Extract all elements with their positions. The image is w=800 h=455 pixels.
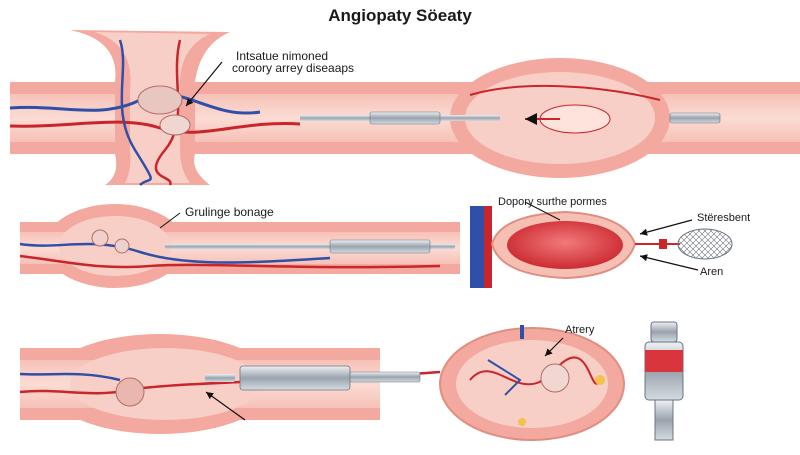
marker-dot <box>595 375 605 385</box>
plaque <box>114 238 130 254</box>
artery-bulge <box>469 84 661 101</box>
catheter-icon <box>369 111 441 125</box>
device-top <box>650 321 678 343</box>
artery-vertical <box>484 206 492 288</box>
balloon-icon <box>507 221 623 269</box>
middle-left-panel <box>19 204 460 288</box>
arrow-icon <box>639 219 693 236</box>
top-panel <box>9 30 800 186</box>
arrow-icon <box>205 391 246 421</box>
bottom-left-panel <box>19 334 441 434</box>
catheter-icon <box>349 371 421 383</box>
arrow-icon <box>544 337 564 357</box>
device-shaft <box>654 399 674 441</box>
plaque <box>91 229 109 247</box>
vessel-bulge-lumen-bottom <box>70 348 260 420</box>
label-mid-left: Grulinge bonage <box>185 205 274 219</box>
label-mid-right-bottom: Aren <box>700 266 724 278</box>
catheter-icon <box>165 244 455 249</box>
catheter-icon <box>205 374 235 382</box>
vein-branch <box>118 39 152 186</box>
artery-top <box>9 120 301 134</box>
probe <box>520 325 524 339</box>
catheter-icon <box>329 239 431 254</box>
vein-inner <box>487 359 522 396</box>
artery-branch <box>154 39 182 186</box>
label-top-line2: coroory arrey diseaaps <box>232 61 355 75</box>
diagram-title: Angiopaty Söeaty <box>328 6 472 25</box>
middle-right-panel <box>470 201 733 288</box>
label-mid-right-top: Stëresbent <box>697 212 751 224</box>
catheter-icon <box>669 112 721 124</box>
bottom-center-panel <box>439 325 625 441</box>
arrow-icon <box>524 201 561 221</box>
artery-mid <box>19 254 441 269</box>
label-top-line1: Intsatue nimoned <box>236 49 329 63</box>
marker-dot <box>518 418 526 426</box>
label-bottom-right: Atrery <box>565 324 595 336</box>
catheter-icon <box>239 365 351 391</box>
label-mid-center: Dopory surthe pormes <box>498 196 607 208</box>
catheter-tip <box>659 239 667 249</box>
arrow-icon <box>159 212 181 229</box>
arrow-icon <box>185 61 223 107</box>
vein-bottom <box>19 372 121 382</box>
device-band <box>645 350 683 372</box>
stent-icon <box>677 228 733 260</box>
arrow-icon <box>639 254 699 271</box>
plaque <box>137 85 183 115</box>
plaque <box>540 363 570 393</box>
plaque <box>159 114 191 136</box>
vein-vertical <box>470 206 484 288</box>
plaque <box>115 377 145 407</box>
vein-mid <box>19 242 331 264</box>
bottom-right-panel <box>644 321 684 441</box>
